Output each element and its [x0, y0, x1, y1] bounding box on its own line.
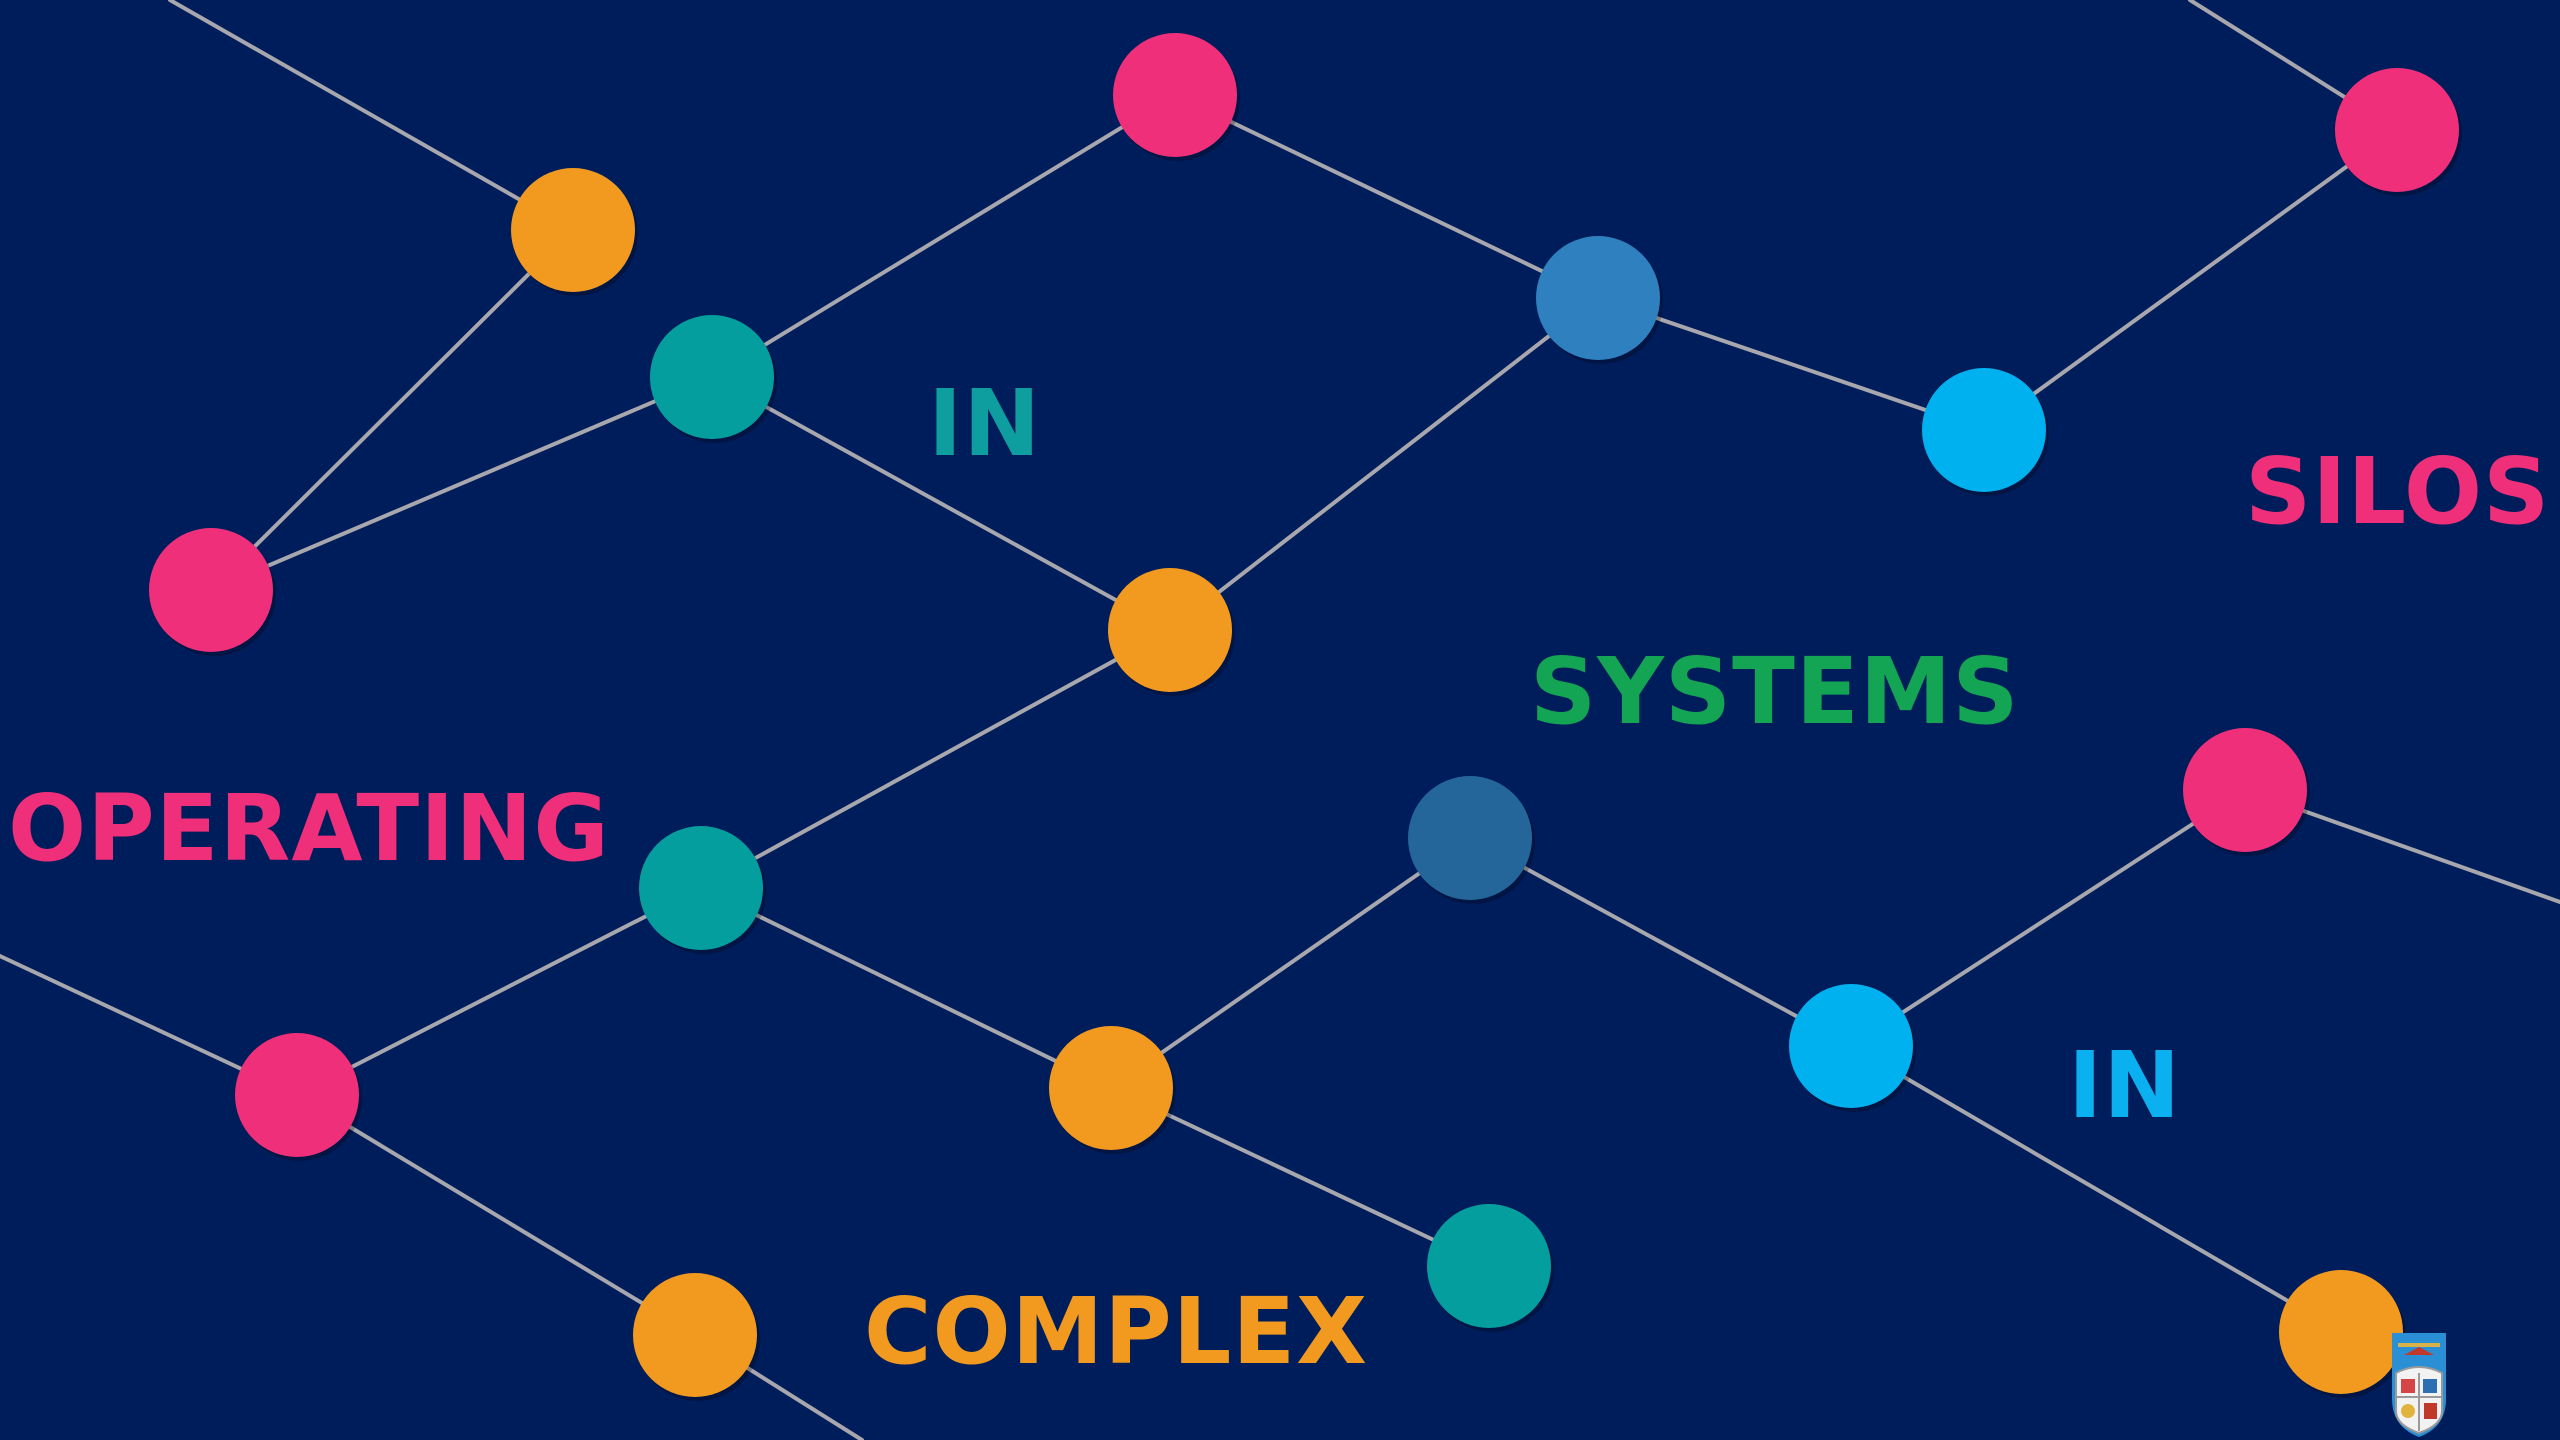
network-node: [1789, 984, 1913, 1108]
word-complex: COMPLEX: [864, 1278, 1369, 1385]
network-node: [1408, 776, 1532, 900]
network-edge: [1168, 296, 1600, 632]
network-node: [1536, 236, 1660, 360]
network-node: [1049, 1026, 1173, 1150]
network-edge: [209, 375, 714, 592]
university-crest-icon: [2392, 1333, 2446, 1437]
word-operating: OPERATING: [8, 775, 610, 882]
network-node: [1108, 568, 1232, 692]
word-systems: SYSTEMS: [1530, 638, 2020, 745]
network-node: [650, 315, 774, 439]
word-silos: SILOS: [2245, 438, 2551, 545]
network-edge: [1596, 296, 1986, 432]
network-edge: [1109, 836, 1472, 1090]
network-edge: [1849, 788, 2247, 1048]
network-edge: [1982, 128, 2399, 432]
network-edge: [710, 93, 1177, 379]
network-edge: [168, 0, 575, 232]
network-node: [149, 528, 273, 652]
network-node: [1427, 1204, 1551, 1328]
network-edge: [209, 228, 575, 592]
network-node: [511, 168, 635, 292]
network-node: [2335, 68, 2459, 192]
network-node: [235, 1033, 359, 1157]
network-edge: [295, 886, 703, 1097]
network-node: [633, 1273, 757, 1397]
network-edge: [1109, 1086, 1491, 1268]
network-node: [2279, 1270, 2403, 1394]
word-in-bottom: IN: [2068, 1032, 2182, 1139]
network-node: [2183, 728, 2307, 852]
network-edge: [1468, 836, 1853, 1048]
network-edge: [710, 375, 1172, 632]
network-node: [1922, 368, 2046, 492]
network-edge: [1173, 93, 1600, 300]
network-edge: [699, 886, 1113, 1090]
word-in-top: IN: [928, 370, 1042, 477]
network-edge: [699, 628, 1172, 890]
network-edge: [1849, 1044, 2343, 1334]
network-node: [639, 826, 763, 950]
network-node: [1113, 33, 1237, 157]
network-nodes: [149, 33, 2462, 1401]
network-edge: [295, 1093, 697, 1337]
